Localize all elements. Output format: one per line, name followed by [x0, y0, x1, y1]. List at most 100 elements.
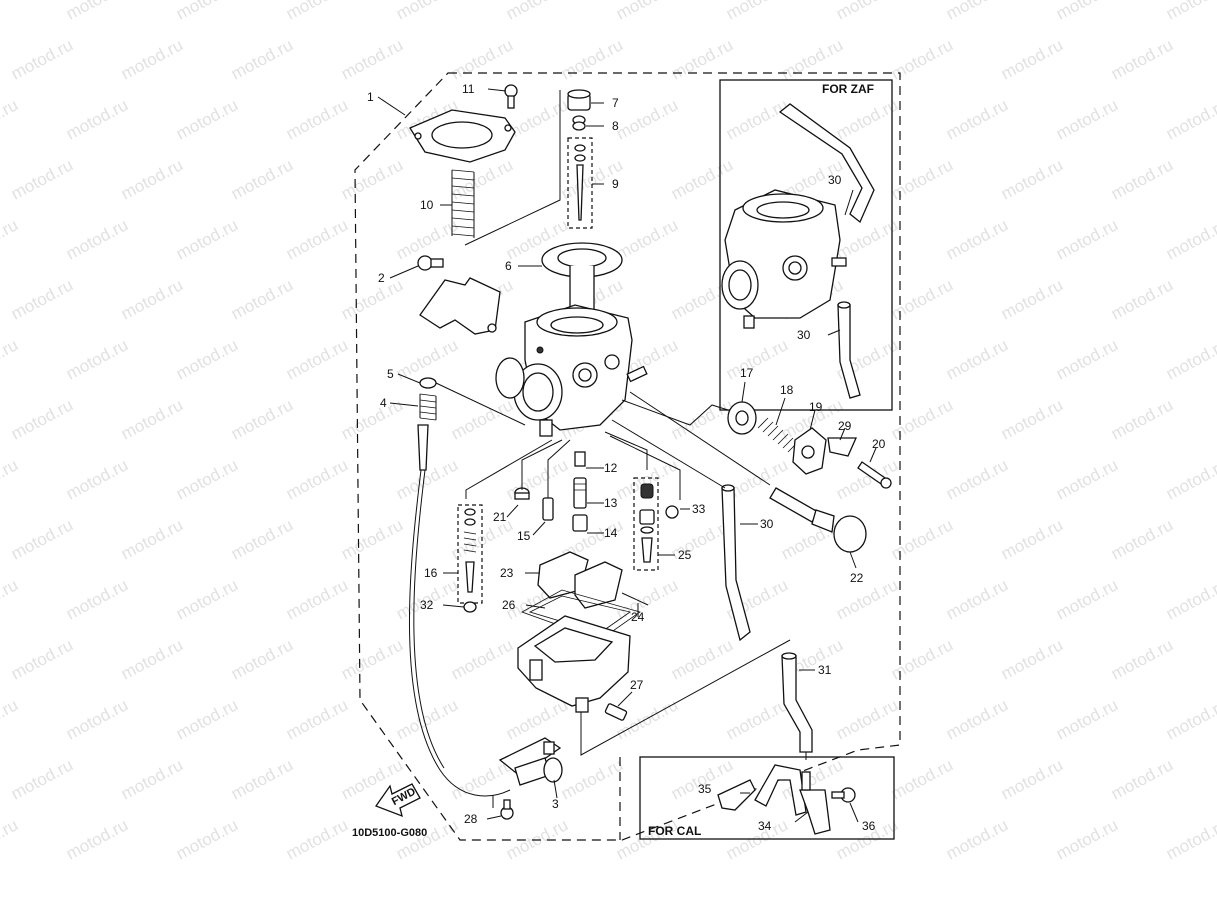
- watermark-text: motod.ru: [283, 335, 351, 383]
- spring-4[interactable]: [419, 393, 437, 421]
- cal-hose-35[interactable]: [717, 779, 756, 811]
- bracket-29[interactable]: [827, 437, 858, 457]
- watermark-text: motod.ru: [503, 815, 571, 863]
- zaf-carburetor-body[interactable]: [721, 189, 847, 329]
- watermark-text: motod.ru: [1163, 575, 1217, 623]
- diaphragm-6[interactable]: [541, 242, 623, 319]
- label-32: 32: [420, 598, 434, 612]
- cap-32[interactable]: [463, 601, 477, 613]
- watermark-text: motod.ru: [0, 455, 21, 503]
- watermark-text: motod.ru: [448, 35, 516, 83]
- watermark-text: motod.ru: [8, 275, 76, 323]
- watermark-text: motod.ru: [228, 155, 296, 203]
- fwd-arrow-icon: FWD: [374, 783, 421, 818]
- watermark-text: motod.ru: [118, 395, 186, 443]
- label-8: 8: [612, 119, 619, 133]
- watermark-text: motod.ru: [613, 215, 681, 263]
- label-21: 21: [493, 510, 507, 524]
- watermark-text: motod.ru: [888, 515, 956, 563]
- plug-21[interactable]: [514, 487, 530, 500]
- watermark-text: motod.ru: [228, 35, 296, 83]
- main-jet-12[interactable]: [574, 451, 586, 467]
- watermark-text: motod.ru: [393, 455, 461, 503]
- accelerator-pump-22[interactable]: [769, 487, 867, 553]
- screw-11[interactable]: [504, 84, 518, 109]
- label-3: 3: [552, 797, 559, 811]
- pilot-jet-14[interactable]: [572, 514, 588, 532]
- watermark-text: motod.ru: [338, 155, 406, 203]
- watermark-text: motod.ru: [943, 575, 1011, 623]
- float-chamber[interactable]: [517, 615, 631, 713]
- jet-needle-9[interactable]: [574, 144, 586, 221]
- cover-19[interactable]: [792, 427, 827, 475]
- label-14: 14: [604, 526, 618, 540]
- watermark-text: motod.ru: [1108, 515, 1176, 563]
- label-11: 11: [462, 82, 475, 96]
- needle-jet-13[interactable]: [573, 477, 587, 509]
- watermark-text: motod.ru: [228, 635, 296, 683]
- label-24: 24: [631, 610, 645, 624]
- washer-5[interactable]: [419, 377, 437, 389]
- float-pin-24[interactable]: [621, 592, 649, 606]
- label-13: 13: [604, 496, 618, 510]
- label-26: 26: [502, 598, 516, 612]
- watermark-layer: motod.ru motod.ru motod.ru motod.ru motod.ru…: [0, 0, 1217, 864]
- watermark-text: motod.ru: [668, 635, 736, 683]
- label-30-zaf-bottom: 30: [797, 328, 811, 342]
- bracket-plate[interactable]: [419, 277, 501, 335]
- zaf-hose-30-bottom[interactable]: [837, 301, 861, 399]
- hose-30-main[interactable]: [721, 484, 751, 642]
- screw-20[interactable]: [857, 461, 892, 489]
- watermark-text: motod.ru: [1108, 275, 1176, 323]
- watermark-text: motod.ru: [1053, 95, 1121, 143]
- zaf-hose-30-top[interactable]: [778, 103, 875, 224]
- spring-10[interactable]: [451, 169, 475, 238]
- watermark-text: motod.ru: [888, 155, 956, 203]
- watermark-text: motod.ru: [943, 0, 1011, 24]
- label-36: 36: [862, 819, 876, 833]
- watermark-text: motod.ru: [173, 575, 241, 623]
- watermark-text: motod.ru: [393, 0, 461, 24]
- label-30-zaf-top: 30: [828, 173, 842, 187]
- needle-holder-7[interactable]: [567, 89, 591, 111]
- starter-cable[interactable]: [409, 424, 511, 797]
- top-cover[interactable]: [409, 109, 516, 163]
- pilot-air-screw-16[interactable]: [463, 508, 477, 593]
- starter-plunger-3[interactable]: [498, 737, 563, 786]
- cal-screw-36[interactable]: [831, 787, 856, 803]
- drain-screw-27[interactable]: [604, 703, 628, 721]
- cal-pipe-34[interactable]: [754, 764, 807, 816]
- screw-2[interactable]: [417, 255, 444, 271]
- spring-8[interactable]: [572, 115, 586, 131]
- diaphragm-17[interactable]: [727, 401, 757, 435]
- carburetor-body[interactable]: [495, 304, 648, 437]
- watermark-text: motod.ru: [118, 755, 186, 803]
- spring-18[interactable]: [757, 417, 799, 453]
- screw-33[interactable]: [665, 505, 679, 519]
- watermark-text: motod.ru: [228, 395, 296, 443]
- watermark-text: motod.ru: [0, 335, 21, 383]
- hose-31[interactable]: [781, 652, 813, 753]
- watermark-text: motod.ru: [1163, 455, 1217, 503]
- label-29: 29: [838, 419, 852, 433]
- float-23[interactable]: [537, 551, 623, 609]
- float-valve-25[interactable]: [639, 483, 655, 563]
- watermark-text: motod.ru: [8, 515, 76, 563]
- watermark-text: motod.ru: [1053, 215, 1121, 263]
- pilot-screw-15[interactable]: [542, 497, 554, 521]
- screw-28[interactable]: [500, 799, 514, 820]
- label-25: 25: [678, 548, 692, 562]
- watermark-text: motod.ru: [1108, 395, 1176, 443]
- needle-set-9-bracket: [567, 137, 593, 229]
- watermark-text: motod.ru: [283, 575, 351, 623]
- watermark-text: motod.ru: [1053, 815, 1121, 863]
- drawing-code: 10D5100-G080: [352, 827, 427, 839]
- watermark-text: motod.ru: [888, 395, 956, 443]
- label-28: 28: [464, 812, 478, 826]
- watermark-text: motod.ru: [778, 35, 846, 83]
- cal-bracket[interactable]: [799, 771, 831, 835]
- watermark-text: motod.ru: [833, 95, 901, 143]
- watermark-text: motod.ru: [888, 635, 956, 683]
- watermark-text: motod.ru: [833, 0, 901, 24]
